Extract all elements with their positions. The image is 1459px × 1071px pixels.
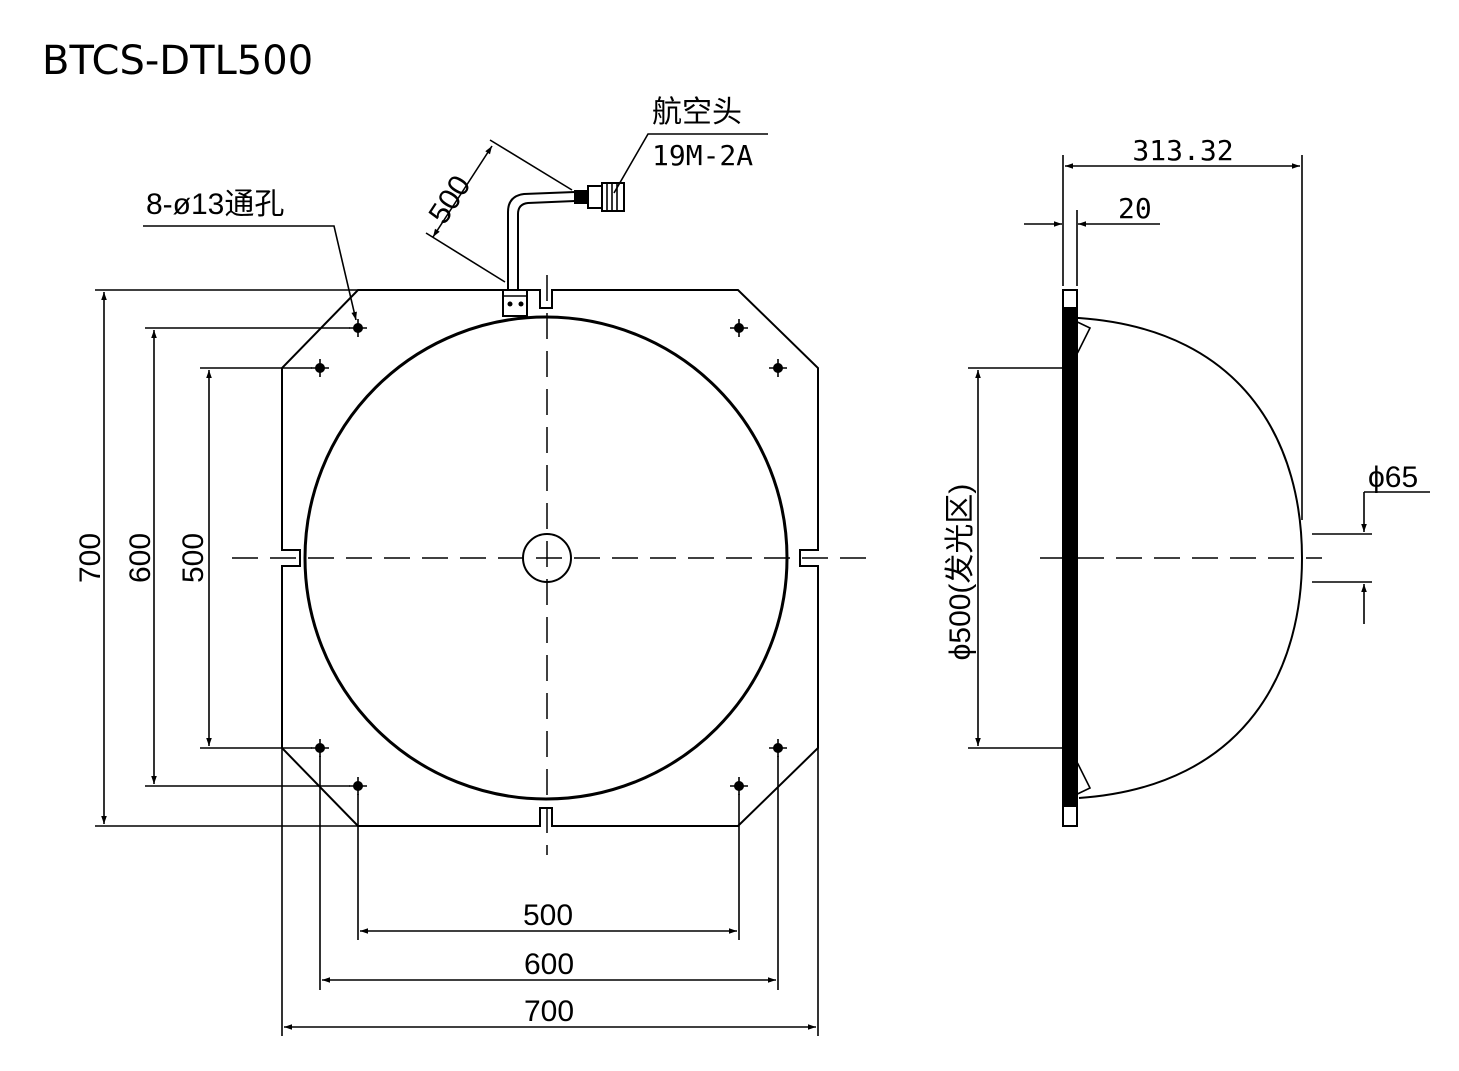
connector-leader	[613, 133, 768, 194]
dome	[1078, 317, 1304, 799]
mounting-holes	[311, 319, 787, 795]
depth-overall-label: 313.32	[1132, 134, 1233, 167]
hole-diameter-dimension: ϕ65	[1312, 461, 1430, 624]
height-overall-label: 700	[74, 533, 107, 583]
width-holes-inner-label: 500	[523, 899, 573, 932]
cable-length-dimension: 500	[423, 139, 573, 283]
drawing-title: BTCS-DTL500	[42, 38, 313, 84]
connector-name-label: 航空头	[652, 95, 742, 130]
mounting-hole	[730, 777, 748, 795]
height-holes-outer-dimension: 600	[124, 327, 350, 787]
height-holes-inner-dimension: 500	[177, 367, 312, 749]
front-view: 航空头 19M-2A 500 8-ø13通孔 700 600	[74, 95, 866, 1036]
hole-diameter-label: ϕ65	[1368, 461, 1418, 494]
cable-length-label: 500	[423, 170, 478, 230]
mounting-hole	[311, 359, 329, 377]
flange-thickness-dimension: 20	[1024, 192, 1160, 286]
emitting-diameter-label: ϕ500(发光区)	[944, 484, 977, 661]
width-holes-inner-dimension: 500	[357, 794, 740, 940]
width-overall-dimension: 700	[281, 748, 819, 1036]
flange-thickness-label: 20	[1118, 192, 1152, 225]
width-holes-outer-label: 600	[524, 948, 574, 981]
mounting-hole	[349, 777, 367, 795]
mounting-hole	[769, 359, 787, 377]
emitting-diameter-dimension: ϕ500(发光区)	[944, 367, 1063, 749]
height-overall-dimension: 700	[74, 289, 358, 827]
hole-callout-leader	[143, 225, 357, 321]
mounting-hole	[311, 739, 329, 757]
height-holes-outer-label: 600	[124, 533, 157, 583]
side-view: 313.32 20 ϕ500(发光区) ϕ65	[944, 134, 1430, 827]
mounting-hole	[769, 739, 787, 757]
mounting-hole	[730, 319, 748, 337]
width-holes-outer-dimension: 600	[319, 756, 779, 990]
depth-overall-dimension: 313.32	[1062, 134, 1303, 520]
cable-block	[502, 289, 528, 317]
hole-callout-label: 8-ø13通孔	[146, 188, 284, 221]
height-holes-inner-label: 500	[177, 533, 210, 583]
plate-outline	[281, 289, 819, 827]
cable-assembly	[502, 182, 625, 317]
connector-model-label: 19M-2A	[652, 139, 753, 172]
width-overall-label: 700	[524, 995, 574, 1028]
cable	[507, 191, 576, 290]
mounting-hole	[349, 319, 367, 337]
connector-body	[574, 190, 588, 204]
